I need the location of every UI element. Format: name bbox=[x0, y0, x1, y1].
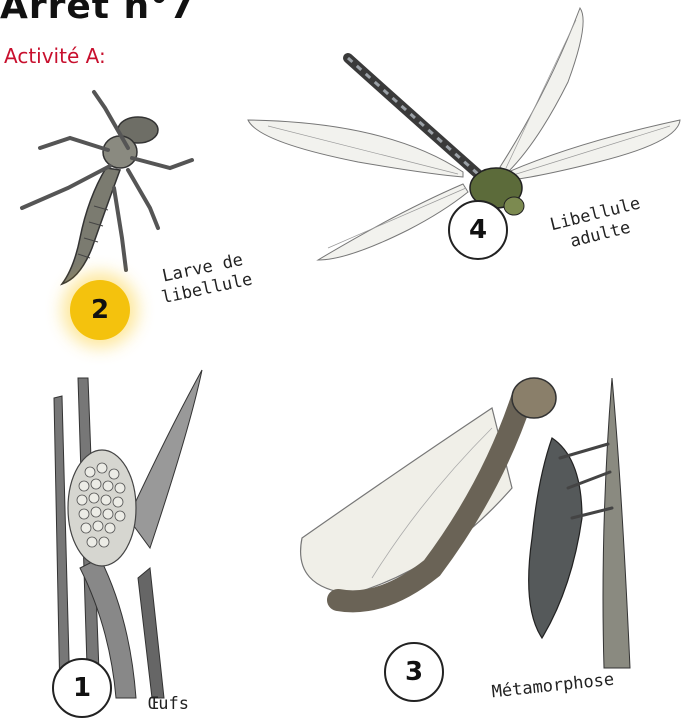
page-title: Arrêt n°7 bbox=[0, 0, 195, 27]
activity-label: Activité A: bbox=[4, 44, 106, 68]
stage-4-badge: 4 bbox=[448, 200, 508, 260]
stage-3-badge: 3 bbox=[384, 642, 444, 702]
stage-1-caption: Œufs bbox=[148, 694, 228, 715]
stage-2-badge: 2 bbox=[70, 280, 130, 340]
stage-1-badge: 1 bbox=[52, 658, 112, 718]
metamorphosis-icon bbox=[282, 368, 682, 678]
egg-cluster-icon bbox=[40, 368, 210, 708]
